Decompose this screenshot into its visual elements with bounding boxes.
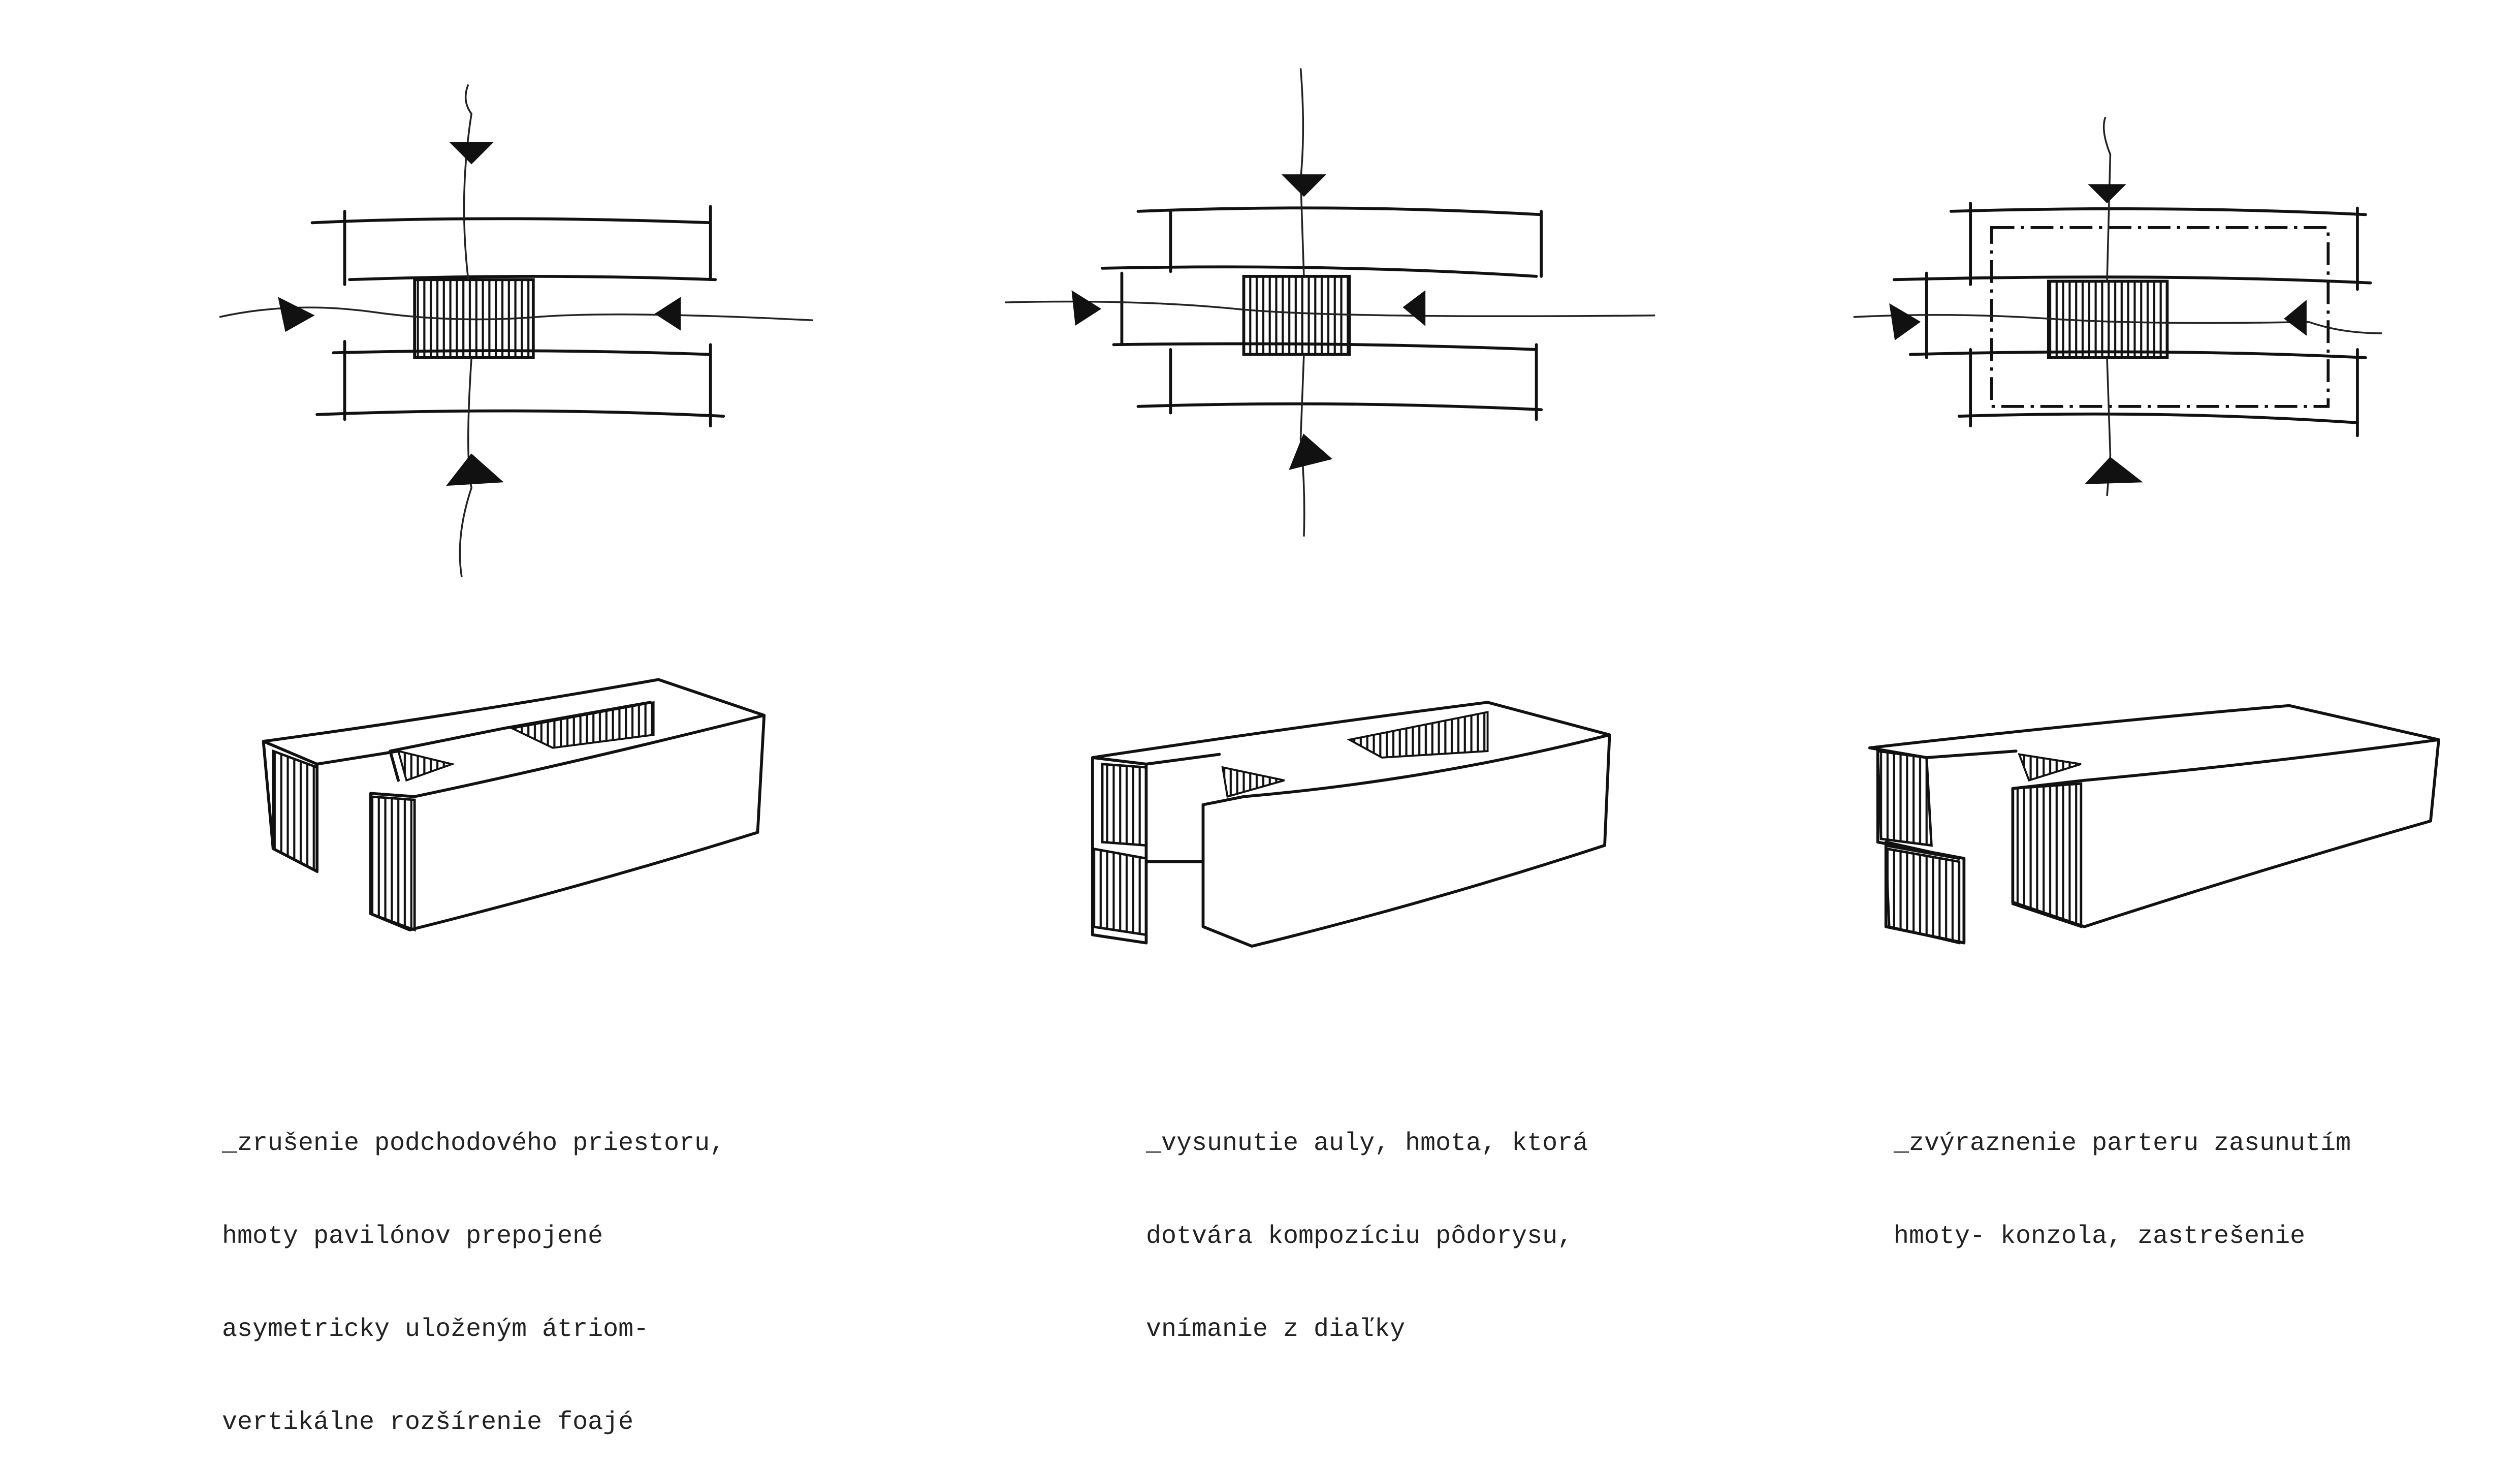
caption-line: hmoty pavilónov prepojené	[222, 1222, 603, 1251]
arrow-south-icon	[1289, 433, 1333, 470]
caption-line: _zrušenie podchodového priestoru,	[222, 1129, 725, 1158]
caption-line: _vysunutie auly, hmota, ktorá	[1146, 1129, 1588, 1158]
arrow-west-icon	[1889, 303, 1921, 340]
arrow-south-icon	[2084, 457, 2143, 484]
axonometric-sketch-2	[1091, 701, 1611, 948]
arrow-west-icon	[1071, 290, 1102, 326]
caption-2: _vysunutie auly, hmota, ktorá dotvára ko…	[1146, 1066, 1588, 1376]
arrow-east-icon	[654, 297, 681, 331]
arrow-north-icon	[2088, 184, 2126, 204]
plan-sketch-2	[1004, 68, 1655, 537]
caption-line: asymetricky uloženým átriom-	[222, 1315, 649, 1344]
axonometric-sketch-3	[1868, 704, 2440, 945]
caption-line: vnímanie z diaľky	[1146, 1315, 1406, 1344]
caption-line: hmoty- konzola, zastrešenie	[1894, 1222, 2306, 1251]
arrow-east-icon	[1402, 290, 1426, 326]
caption-line: _zvýraznenie parteru zasunutím	[1894, 1129, 2351, 1158]
caption-line: vertikálne rozšírenie foajé	[222, 1408, 634, 1437]
arrow-north-icon	[449, 142, 494, 165]
concept-sketches	[219, 68, 2440, 948]
plan-sketch-1	[219, 84, 813, 578]
axonometric-sketch-1	[262, 678, 766, 932]
arrow-south-icon	[446, 453, 504, 486]
plan-sketch-3	[1853, 116, 2382, 496]
arrow-east-icon	[2284, 299, 2307, 336]
arrow-west-icon	[278, 297, 315, 332]
arrow-north-icon	[1281, 174, 1327, 197]
caption-line: dotvára kompozíciu pôdorysu,	[1146, 1222, 1573, 1251]
caption-3: _zvýraznenie parteru zasunutím hmoty- ko…	[1894, 1066, 2351, 1283]
caption-1: _zrušenie podchodového priestoru, hmoty …	[222, 1066, 725, 1469]
